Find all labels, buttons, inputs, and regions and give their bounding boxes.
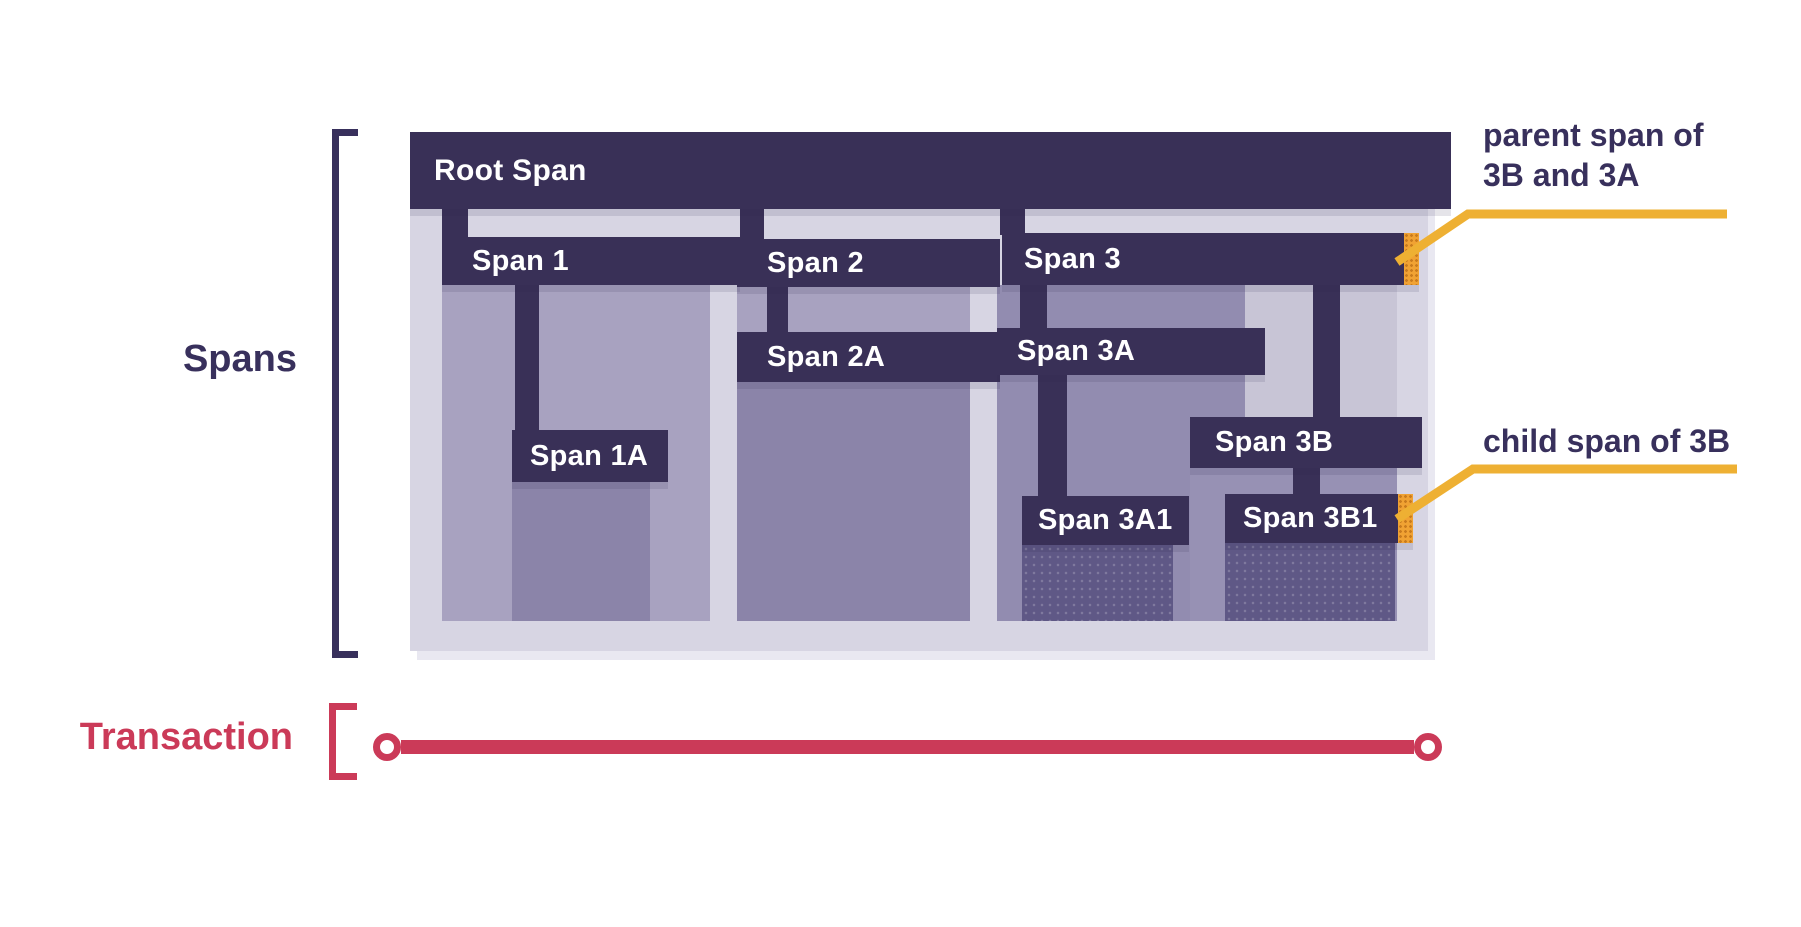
span-3a1-bar: Span 3A1 [1022,496,1189,545]
span-1a-bar: Span 1A [512,430,668,482]
connector-span1-to-span1a [515,285,539,433]
connector-span3a-to-span3a1 [1038,375,1067,498]
span-3a-label: Span 3A [1017,335,1136,367]
span-2-bar: Span 2 [737,239,1000,287]
span-3b1-label: Span 3B1 [1243,502,1378,534]
connector-root-to-span1 [442,209,468,240]
span-1-label: Span 1 [472,244,569,277]
connector-root-to-span3 [1000,209,1025,235]
span-3b1-bar: Span 3B1 [1225,494,1413,543]
child-annotation-line [1394,464,1737,523]
span-1a-duration-fill [512,482,650,621]
span-3a1-label: Span 3A1 [1038,504,1173,536]
span-3b1-duration-fill [1225,543,1395,621]
span-2a-duration-fill [737,382,970,621]
root-span-label: Root Span [434,153,587,187]
parent-span-marker [1404,233,1419,285]
span-3a1-duration-fill [1022,545,1173,621]
connector-span3-to-span3a [1020,285,1047,330]
connector-span3-to-span3b [1313,285,1340,420]
span-3a-bar: Span 3A [997,328,1265,375]
span-3-bar: Span 3 [1002,233,1419,285]
spans-bracket [332,129,358,658]
spans-panel: Root Span Span 1 Span 1A Span 2 Span 2A … [410,132,1451,651]
child-span-annotation: child span of 3B [1483,423,1731,459]
parent-span-annotation-line2: 3B and 3A [1483,157,1640,193]
parent-span-annotation-line1: parent span of [1483,117,1704,153]
transaction-timeline [401,740,1414,754]
transaction-label: Transaction [79,716,293,758]
span-3-label: Span 3 [1024,242,1121,275]
span-2-label: Span 2 [767,246,864,279]
transaction-end-circle [1414,733,1442,761]
span-3b-bar: Span 3B [1190,417,1422,468]
connector-span2-to-span2a [767,287,788,335]
parent-span-annotation: parent span of 3B and 3A [1483,115,1703,195]
parent-annotation-line [1394,209,1727,266]
span-1-bar: Span 1 [442,237,740,285]
transaction-start-circle [373,733,401,761]
span-1a-label: Span 1A [530,439,649,472]
child-span-marker [1398,494,1413,543]
connector-span3b-to-span3b1 [1293,468,1320,496]
connector-root-to-span2 [740,209,764,241]
span-2a-label: Span 2A [767,340,886,373]
transaction-bracket [329,703,357,780]
spans-label: Spans [182,338,297,380]
span-2a-bar: Span 2A [737,332,1000,382]
root-span-bar: Root Span [410,132,1451,209]
span-3b-label: Span 3B [1215,426,1334,458]
